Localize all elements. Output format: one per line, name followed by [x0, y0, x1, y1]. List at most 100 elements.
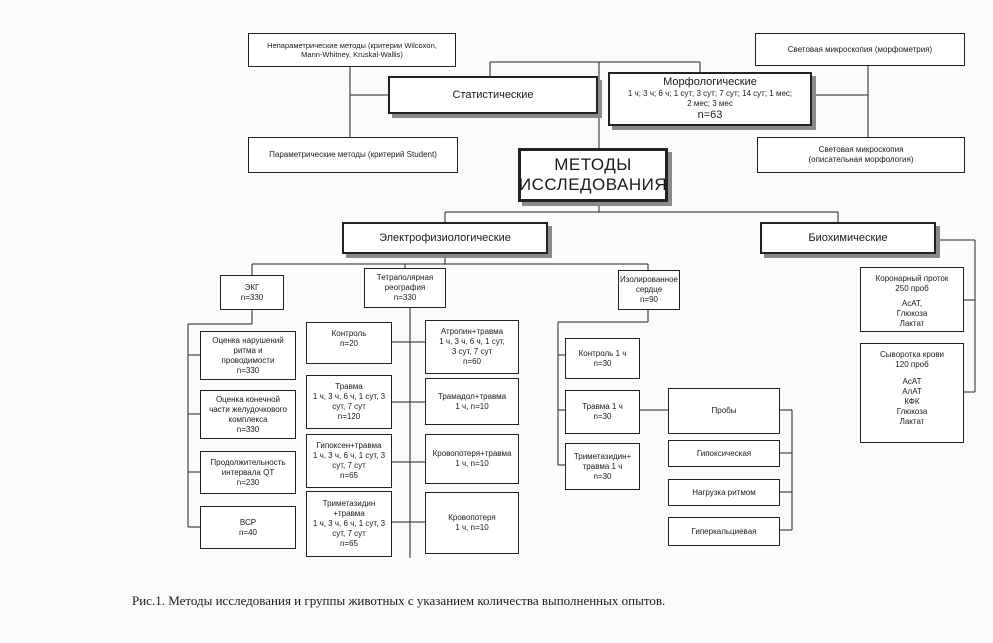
rheo-group-text: Триметазидин: [322, 499, 376, 508]
statistical-label: Статистические: [452, 88, 534, 101]
rheo-group-control: Контроль n=20: [306, 322, 392, 364]
serum-line4: АлАТ: [902, 387, 922, 396]
isolated-heart-n: n=90: [639, 295, 659, 304]
nonparametric-line1: Непараметрические методы (критерии Wilco…: [267, 41, 437, 50]
rheo-group-text: 1 ч, 3 ч, 6 ч, 1 сут, 3: [312, 392, 386, 401]
morphological-n: n=63: [697, 109, 723, 121]
ecg-box: ЭКГ n=330: [220, 275, 284, 310]
blood-serum-box: Сыворотка крови 120 проб АсАТ АлАТ КФК Г…: [860, 343, 964, 443]
rheo-group-text: сут, 7 сут: [332, 461, 366, 470]
heart-group-text: Травма 1 ч: [582, 402, 623, 411]
research-methods-line1: МЕТОДЫ: [554, 155, 632, 174]
ecg-item-text: ВСР: [239, 517, 257, 527]
heart-group-n: n=30: [593, 412, 612, 421]
rheo-group-text: 1 ч, 3 ч, 6 ч, 1 сут, 3: [312, 451, 386, 460]
ecg-item-ventricular: Оценка конечной части желудочкового комп…: [200, 390, 296, 439]
ecg-label: ЭКГ: [244, 282, 260, 292]
coronary-line4: Глюкоза: [896, 309, 928, 318]
ecg-item-n: n=330: [236, 365, 260, 375]
isolated-heart-box: Изолированное сердце n=90: [618, 270, 680, 310]
isolated-heart-line1: Изолированное: [620, 275, 678, 284]
coronary-line3: АсАТ,: [901, 299, 923, 308]
heart-group-n: n=30: [593, 358, 612, 368]
morphological-label: Морфологические: [663, 76, 757, 88]
rheography-line1: Тетраполярная: [376, 273, 434, 282]
rheo-group-text: сут, 7 сут: [332, 529, 366, 538]
statistical-box: Статистические: [388, 76, 598, 114]
biochemical-label: Биохимические: [808, 231, 888, 244]
heart-group-control: Контроль 1 ч n=30: [565, 338, 640, 379]
rheo-group-text: Травма: [335, 382, 363, 391]
morphological-box: Морфологические 1 ч; 3 ч; 6 ч; 1 сут; 3 …: [608, 72, 812, 126]
ecg-item-text: Оценка конечной: [215, 394, 281, 404]
tests-label: Пробы: [711, 406, 737, 415]
ecg-item-text: ритма и: [233, 345, 263, 355]
coronary-line2: 250 проб: [895, 284, 929, 293]
test-label: Гипоксическая: [696, 448, 752, 458]
rheo-group-text: +травма: [333, 509, 365, 518]
coronary-line1: Коронарный проток: [875, 274, 949, 283]
nonparametric-methods-box: Непараметрические методы (критерии Wilco…: [248, 33, 456, 67]
ecg-n: n=330: [240, 292, 264, 302]
rheo-group-text: Кровопотеря+травма: [432, 449, 512, 458]
heart-group-text: Триметазидин+: [573, 451, 632, 461]
ecg-item-n: n=230: [236, 477, 260, 487]
rheo-group-text: Контроль: [331, 329, 367, 338]
rheo-group-text: Атропин+травма: [440, 327, 504, 336]
rheo-group-n: 1 ч, n=10: [455, 459, 489, 468]
serum-line1: Сыворотка крови: [880, 350, 944, 359]
test-rhythm-load: Нагрузка ритмом: [668, 479, 780, 506]
rheo-group-text: 3 сут, 7 сут: [451, 347, 493, 356]
light-descriptive-line2: (описательная морфология): [808, 155, 914, 164]
rheo-group-n: 1 ч, n=10: [455, 523, 489, 532]
parametric-methods-box: Параметрические методы (критерий Student…: [248, 137, 458, 173]
research-methods-line2: ИССЛЕДОВАНИЯ: [518, 175, 668, 194]
tests-box: Пробы: [668, 388, 780, 434]
rheo-group-text: Трамадол+травма: [437, 391, 507, 401]
light-descriptive-line1: Световая микроскопия: [818, 145, 904, 154]
ecg-item-qt: Продолжительность интервала QT n=230: [200, 451, 296, 494]
research-methods-box: МЕТОДЫ ИССЛЕДОВАНИЯ: [518, 148, 668, 202]
biochemical-box: Биохимические: [760, 222, 936, 254]
light-morphometry-label: Световая микроскопия (морфометрия): [787, 44, 933, 54]
ecg-item-hrv: ВСР n=40: [200, 506, 296, 549]
morphological-times-1: 1 ч; 3 ч; 6 ч; 1 сут; 3 сут; 7 сут; 14 с…: [627, 89, 793, 98]
test-label: Гиперкальциевая: [691, 526, 757, 536]
light-descriptive-box: Световая микроскопия (описательная морфо…: [757, 137, 965, 173]
rheo-group-trauma: Травма 1 ч, 3 ч, 6 ч, 1 сут, 3 сут, 7 су…: [306, 375, 392, 429]
heart-group-text: Контроль 1 ч: [578, 348, 627, 358]
serum-line7: Лактат: [899, 417, 925, 426]
ecg-item-text: комплекса: [228, 414, 268, 424]
serum-line6: Глюкоза: [896, 407, 928, 416]
coronary-line5: Лактат: [899, 319, 925, 328]
rheo-group-text: сут, 7 сут: [332, 402, 366, 411]
rheo-group-bloodloss: Кровопотеря 1 ч, n=10: [425, 492, 519, 554]
rheography-box: Тетраполярная реография n=330: [364, 268, 446, 308]
rheo-group-n: 1 ч, n=10: [455, 401, 489, 411]
rheo-group-n: n=20: [339, 339, 359, 348]
rheo-group-n: n=60: [462, 357, 482, 366]
rheo-group-text: 1 ч, 3 ч, 6 ч, 1 сут,: [439, 337, 505, 346]
rheography-n: n=330: [393, 293, 417, 302]
rheo-group-tramadol: Трамадол+травма 1 ч, n=10: [425, 378, 519, 425]
ecg-item-n: n=40: [238, 527, 258, 537]
test-hypercalcemic: Гиперкальциевая: [668, 517, 780, 546]
ecg-item-rhythm: Оценка нарушений ритма и проводимости n=…: [200, 331, 296, 380]
morphological-times-2: 2 мес; 3 мес: [687, 99, 733, 108]
rheo-group-hypoxen: Гипоксен+травма 1 ч, 3 ч, 6 ч, 1 сут, 3 …: [306, 434, 392, 488]
rheography-line2: реография: [384, 283, 426, 292]
serum-line5: КФК: [904, 397, 920, 406]
serum-line2: 120 проб: [895, 360, 929, 369]
serum-line3: АсАТ: [902, 377, 922, 386]
coronary-sinus-box: Коронарный проток 250 проб АсАТ, Глюкоза…: [860, 267, 964, 332]
nonparametric-line2: Mann-Whitney, Kruskal-Wallis): [301, 50, 403, 59]
rheo-group-n: n=120: [337, 412, 361, 421]
ecg-item-text: проводимости: [221, 355, 275, 365]
heart-group-trauma: Травма 1 ч n=30: [565, 390, 640, 434]
heart-group-n: n=30: [593, 471, 612, 481]
test-label: Нагрузка ритмом: [692, 487, 756, 497]
rheo-group-bloodloss-trauma: Кровопотеря+травма 1 ч, n=10: [425, 434, 519, 484]
figure-caption: Рис.1. Методы исследования и группы живо…: [132, 593, 666, 608]
rheo-group-atropine: Атропин+травма 1 ч, 3 ч, 6 ч, 1 сут, 3 с…: [425, 320, 519, 374]
